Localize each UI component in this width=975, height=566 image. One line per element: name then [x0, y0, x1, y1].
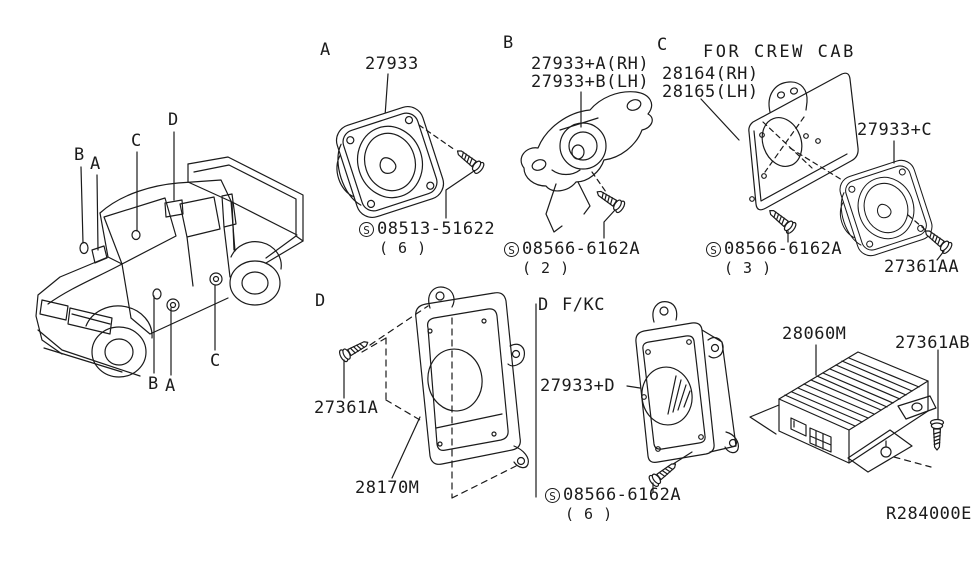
truck-callout-b-top: B	[74, 145, 85, 165]
screw-08566-b-drawing	[593, 185, 627, 215]
section-dfkc-label: D	[538, 295, 549, 315]
screw-08513-drawing	[452, 145, 487, 176]
screw-part-dfkc: S 08566-6162A	[545, 485, 682, 505]
truck-callout-c-top: C	[131, 131, 142, 151]
screw-qty-c: ( 3 )	[724, 259, 772, 277]
screw-part-c: S 08566-6162A	[706, 239, 843, 259]
truck-callout-b-bottom: B	[148, 374, 159, 394]
part-number-27361a: 27361A	[314, 398, 379, 418]
amplifier-drawing	[749, 344, 945, 473]
section-dfkc-variant: F/KC	[562, 295, 605, 315]
heatsink-fins	[784, 357, 920, 427]
section-dfkc-drawing	[626, 301, 739, 493]
part-number-28164-rh: 28164(RH)	[662, 64, 759, 84]
section-a-drawing	[323, 73, 487, 225]
part-number-28165-lh: 28165(LH)	[662, 82, 759, 102]
section-d-label: D	[315, 291, 326, 311]
s-symbol-icon: S	[359, 222, 374, 238]
screw-part-b: S 08566-6162A	[504, 239, 641, 259]
part-number-27933c: 27933+C	[857, 120, 933, 140]
diagram-ref-code: R284000E	[886, 504, 972, 524]
section-d-drawing	[337, 286, 529, 499]
screw-code-dfkc: 08566-6162A	[563, 485, 682, 505]
leader-27361aa	[936, 250, 945, 261]
truck-callout-lines	[80, 131, 216, 376]
s-symbol-icon: S	[545, 488, 560, 504]
leader-screw-a	[445, 170, 475, 219]
subwoofer-box-drawing	[415, 292, 521, 465]
screw-code-c: 08566-6162A	[724, 239, 843, 259]
screw-qty-a: ( 6 )	[379, 239, 427, 257]
part-number-27361ab: 27361AB	[895, 333, 971, 353]
section-c-drawing	[700, 72, 955, 263]
screw-qty-b: ( 2 )	[522, 259, 570, 277]
leader-screw-b	[603, 209, 616, 239]
leader-28170m	[391, 416, 421, 479]
screw-27361ab-drawing	[929, 418, 945, 451]
truck-callout-c-bottom: C	[210, 351, 221, 371]
truck-callout-a-top: A	[90, 154, 101, 174]
speaker-27933-drawing	[323, 101, 449, 225]
section-c-label: C	[657, 35, 668, 55]
part-number-27361aa: 27361AA	[884, 257, 960, 277]
truck-callout-a-bottom: A	[165, 376, 176, 396]
s-symbol-icon: S	[504, 242, 519, 258]
part-number-27933: 27933	[365, 54, 419, 74]
truck-callout-d-top: D	[168, 110, 179, 130]
part-number-27933b-lh: 27933+B(LH)	[531, 72, 650, 92]
screw-qty-dfkc: ( 6 )	[565, 505, 613, 523]
leader-27933	[384, 73, 389, 117]
subwoofer-fkc-drawing	[635, 322, 715, 463]
leader-28164	[700, 98, 740, 141]
part-number-28060m: 28060M	[782, 324, 847, 344]
section-b-label: B	[503, 33, 514, 53]
bracket-plate-drawing	[748, 72, 859, 211]
speaker-location-markers	[79, 199, 223, 312]
section-b-drawing	[520, 91, 653, 239]
screw-part-a: S 08513-51622	[359, 219, 496, 239]
crew-cab-note: FOR CREW CAB	[703, 42, 856, 62]
part-number-28170m: 28170M	[355, 478, 420, 498]
speaker-27933c-drawing	[828, 156, 937, 263]
screw-08566-c-drawing	[765, 204, 799, 236]
leader-27933d	[626, 385, 641, 389]
part-number-27933d: 27933+D	[540, 376, 616, 396]
screw-code-a: 08513-51622	[377, 219, 496, 239]
section-a-label: A	[320, 40, 331, 60]
part-number-27933a-rh: 27933+A(RH)	[531, 54, 650, 74]
screw-code-b: 08566-6162A	[522, 239, 641, 259]
s-symbol-icon: S	[706, 242, 721, 258]
truck-drawing	[35, 131, 304, 378]
